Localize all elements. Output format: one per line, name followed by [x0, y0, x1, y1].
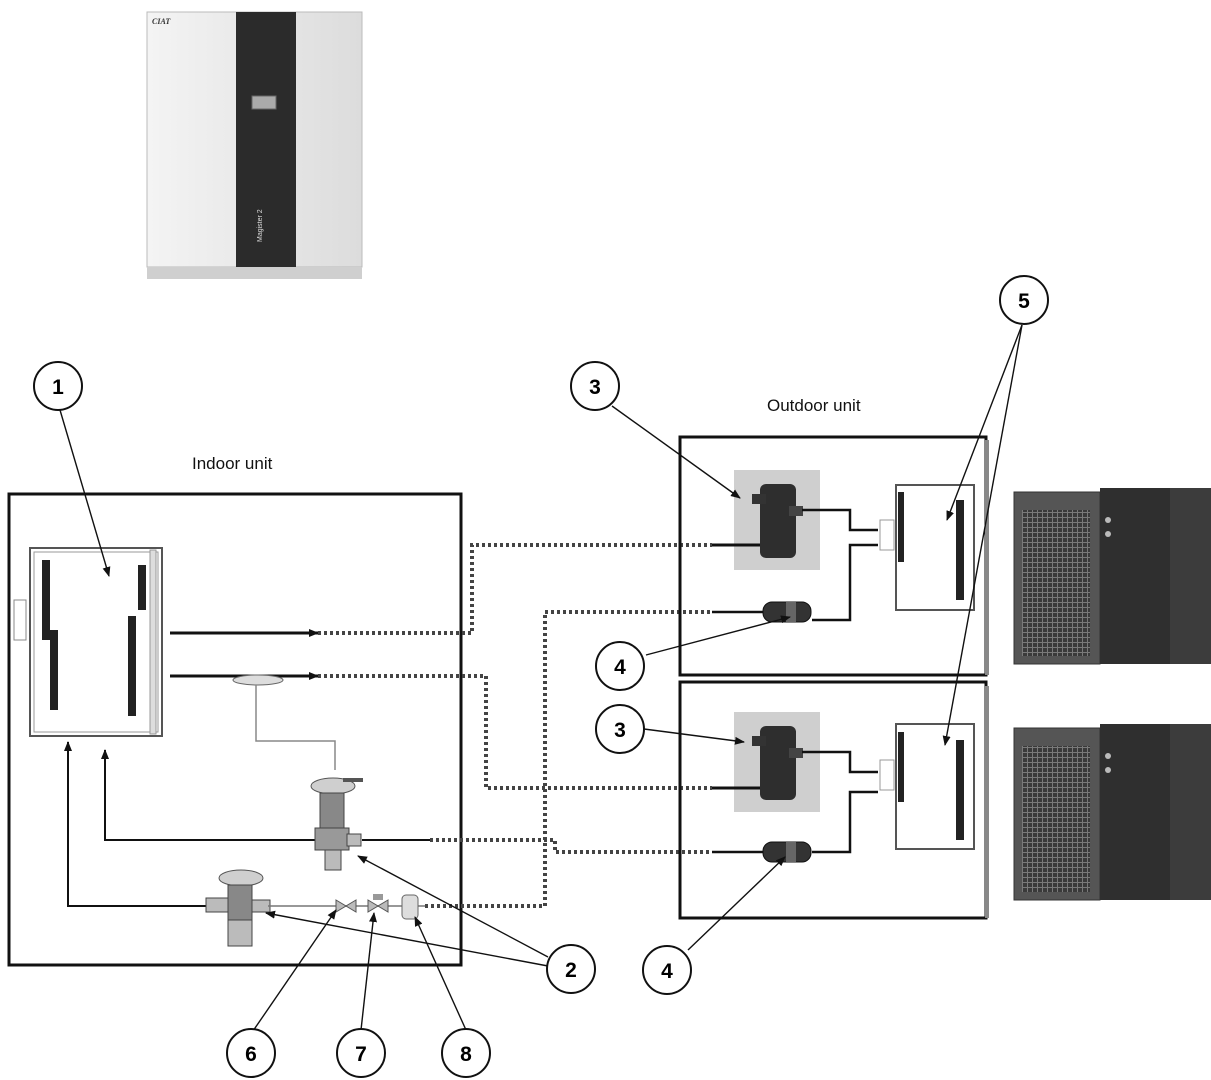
interconnect-pipes: [318, 543, 712, 908]
outdoor-unit-photo: [1013, 724, 1211, 901]
stop-valve-icon: [335, 899, 357, 913]
outdoor-unit-box-1-shadow: [985, 440, 989, 675]
callout-4-upper: 4: [595, 641, 645, 691]
compressor-icon: [734, 712, 820, 812]
condenser-coil-icon: [879, 723, 975, 850]
callout-8-label: 8: [460, 1043, 472, 1066]
callout-1: 1: [33, 361, 83, 411]
callout-4-upper-label: 4: [614, 656, 626, 679]
callout-8: 8: [441, 1028, 491, 1078]
indoor-unit-label: Indoor unit: [192, 454, 273, 473]
sensor-bulb: [232, 674, 284, 686]
outdoor-unit-photo: [1013, 488, 1211, 665]
indoor-cabinet-photo: CIAT Magister 2: [146, 11, 363, 279]
return-line-upper: [101, 749, 318, 841]
sight-glass-icon: [367, 894, 389, 913]
condenser-liquid-2: [812, 790, 878, 854]
cabinet-model-label: Magister 2: [257, 209, 264, 242]
callout-6-label: 6: [245, 1043, 257, 1066]
callout-3-lower: 3: [595, 704, 645, 754]
expansion-valve-icon: [205, 869, 271, 947]
filter-drier-icon: [401, 894, 419, 920]
evaporator-coil-icon: [13, 547, 163, 737]
callout-2: 2: [546, 944, 596, 994]
receiver-icon: [762, 841, 812, 863]
compressor-icon: [734, 470, 820, 570]
callout-7: 7: [336, 1028, 386, 1078]
condenser-liquid-1: [812, 543, 878, 622]
callout-5-label: 5: [1018, 290, 1030, 313]
callout-2-label: 2: [565, 959, 577, 982]
indoor-unit-box: [7, 492, 463, 967]
callout-3-upper: 3: [570, 361, 620, 411]
callout-4-lower: 4: [642, 945, 692, 995]
capillary-line: [255, 685, 336, 770]
condenser-coil-icon: [879, 484, 975, 611]
expansion-valve-icon: [310, 777, 363, 871]
callout-5: 5: [999, 275, 1049, 325]
callout-leaders: [59, 324, 1023, 1032]
callout-6: 6: [226, 1028, 276, 1078]
cabinet-brand-logo: CIAT: [152, 17, 171, 26]
outdoor-unit-box-2-shadow: [985, 686, 989, 918]
receiver-icon: [762, 601, 812, 623]
compressor-discharge-1: [802, 508, 878, 532]
callout-4-lower-label: 4: [661, 960, 673, 983]
callout-1-label: 1: [52, 376, 64, 399]
outdoor-unit-label: Outdoor unit: [767, 396, 861, 415]
callout-7-label: 7: [355, 1043, 367, 1066]
return-line-lower: [64, 741, 226, 907]
callout-3-lower-label: 3: [614, 719, 626, 742]
compressor-discharge-2: [802, 750, 878, 774]
callout-3-upper-label: 3: [589, 376, 601, 399]
